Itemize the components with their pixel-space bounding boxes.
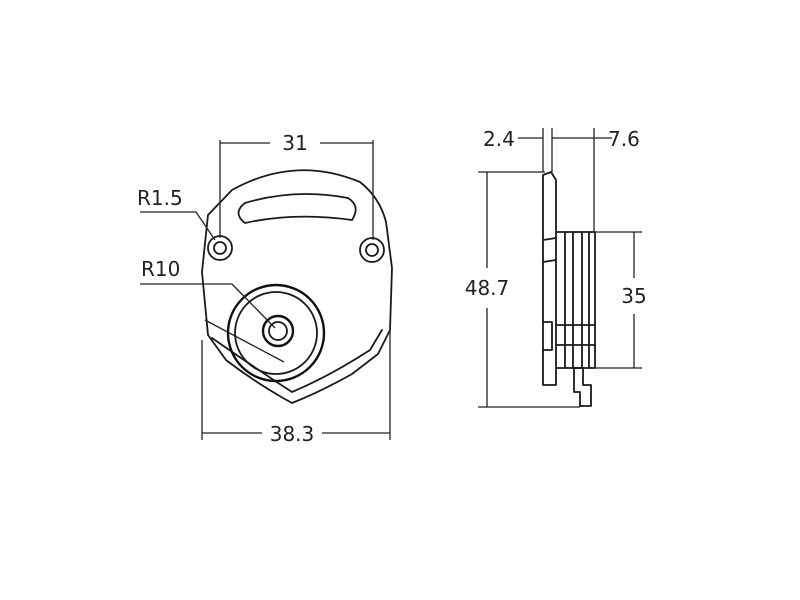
r1-5-label: R1.5 xyxy=(137,186,183,210)
r10-leader-extension xyxy=(204,319,285,363)
dim-2-4-label: 2.4 xyxy=(483,127,515,151)
side-view: 2.4 7.6 48.7 35 xyxy=(465,127,647,408)
side-back-plate xyxy=(542,171,557,386)
front-lower-edge xyxy=(211,329,383,393)
side-plate-step xyxy=(542,237,557,351)
boss-bore-inner xyxy=(268,321,288,341)
r10-leader xyxy=(140,283,276,329)
side-lower-tab xyxy=(573,367,592,407)
left-hole-outer xyxy=(207,235,233,261)
left-hole-inner xyxy=(213,241,227,255)
dim-31-label: 31 xyxy=(282,131,307,155)
dim-48-7-label: 48.7 xyxy=(465,276,510,300)
boss-middle xyxy=(234,291,318,375)
r10-label: R10 xyxy=(141,257,180,281)
right-hole-inner xyxy=(365,243,379,257)
dim-38-3-label: 38.3 xyxy=(270,422,315,446)
boss-bore-outer xyxy=(261,314,295,348)
dim-7-6-label: 7.6 xyxy=(608,127,640,151)
dim-35-label: 35 xyxy=(621,284,646,308)
front-outline xyxy=(201,169,393,404)
front-view: 31 R1.5 R10 38.3 xyxy=(137,131,393,446)
boss-outer xyxy=(226,283,326,383)
top-slot xyxy=(237,193,357,224)
right-hole-outer xyxy=(359,237,385,263)
r1-5-leader xyxy=(140,211,216,241)
